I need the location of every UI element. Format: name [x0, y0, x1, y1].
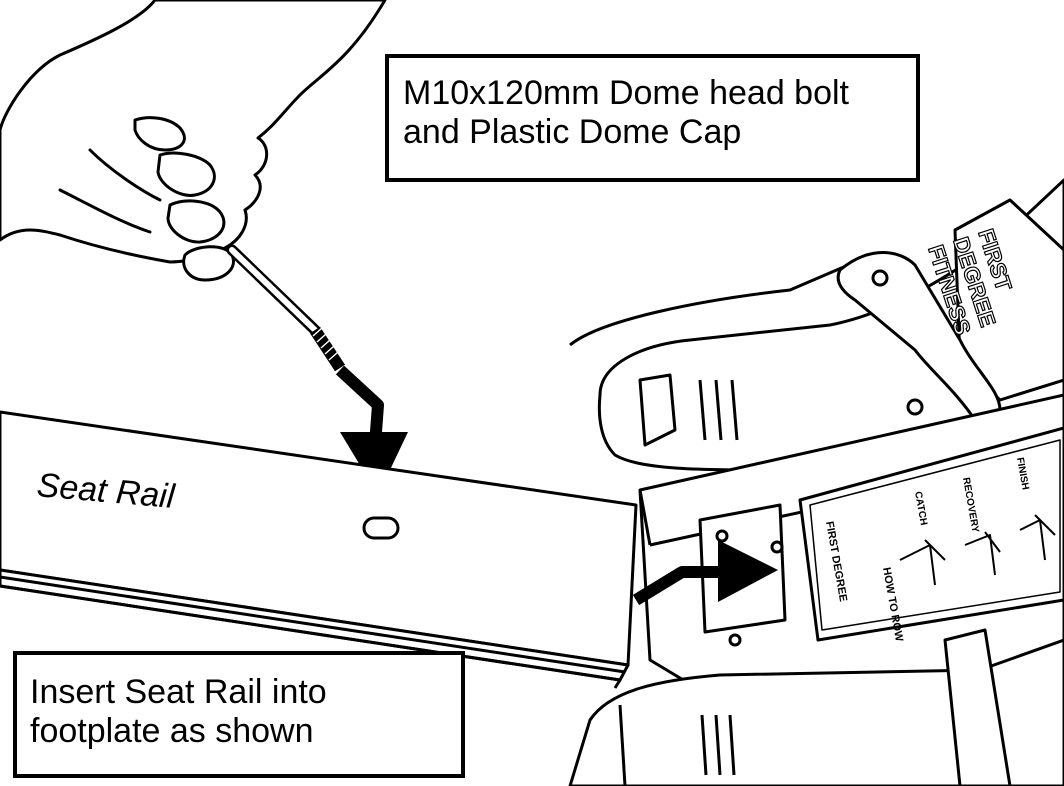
insert-callout-line2: footplate as shown	[30, 712, 314, 750]
insert-direction-arrow	[632, 540, 778, 606]
bolt-callout-text: M10x120mm Dome head bolt and Plastic Dom…	[403, 74, 904, 152]
seat-rail	[0, 410, 638, 689]
bolt-callout-box: M10x120mm Dome head bolt and Plastic Dom…	[385, 54, 920, 182]
insert-callout-text: Insert Seat Rail into footplate as shown	[30, 673, 449, 751]
insert-callout-box: Insert Seat Rail into footplate as shown	[13, 651, 465, 778]
bolt-direction-arrow	[335, 365, 408, 495]
bolt-callout-line1: M10x120mm Dome head bolt	[403, 74, 850, 112]
rower-footplate	[568, 178, 1064, 786]
brand-fitness-logo: FIRST DEGREE FITNESS	[923, 225, 1018, 338]
hand-illustration	[0, 0, 387, 282]
dome-head-bolt	[226, 244, 346, 372]
seat-rail-bolt-hole	[362, 516, 400, 540]
bolt-callout-line2: and Plastic Dome Cap	[403, 113, 742, 151]
insert-callout-line1: Insert Seat Rail into	[30, 673, 327, 711]
